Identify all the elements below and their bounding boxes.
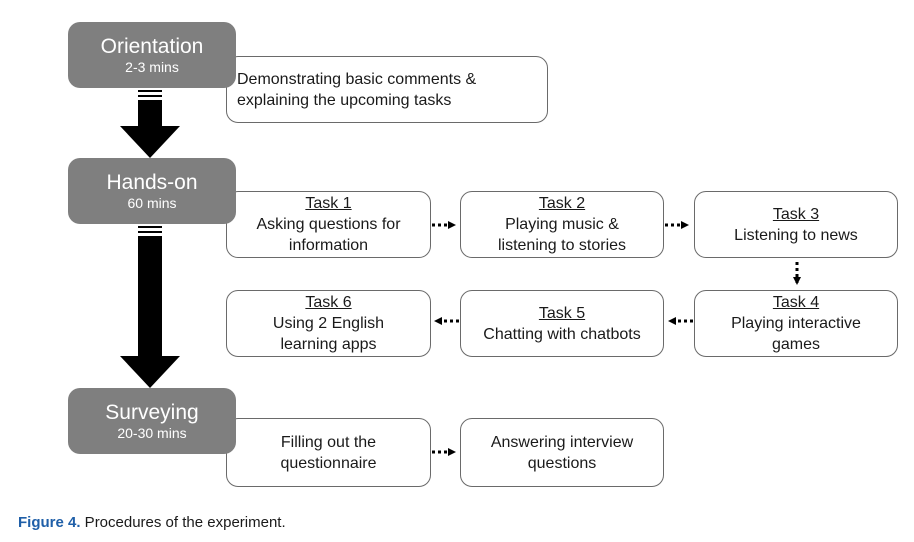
orientation-line-2: explaining the upcoming tasks <box>237 91 452 109</box>
task-line-1: Asking questions for <box>256 216 401 233</box>
stage-duration: 2-3 mins <box>125 59 179 75</box>
stage-name: Hands-on <box>106 171 198 194</box>
survey-line-2: questionnaire <box>280 454 377 472</box>
task-box-2: Task 2 Playing music & listening to stor… <box>460 191 664 258</box>
survey-box-interview: Answering interview questions <box>460 418 664 487</box>
task-line-2: information <box>288 237 369 254</box>
task-title: Task 5 <box>538 304 586 322</box>
survey-box-questionnaire: Filling out the questionnaire <box>226 418 431 487</box>
figure-caption: Figure 4. Procedures of the experiment. <box>18 514 286 531</box>
stage-duration: 20-30 mins <box>117 425 187 441</box>
task-line-1: Chatting with chatbots <box>483 325 641 343</box>
task-line-1: Using 2 English <box>272 315 385 332</box>
stage-arrow-2 <box>120 226 180 388</box>
task-line-1: Playing music & <box>505 216 619 233</box>
task-box-4: Task 4 Playing interactive games <box>694 290 898 357</box>
stage-hands-on: Hands-on 60 mins <box>68 158 236 224</box>
stage-duration: 60 mins <box>127 195 177 211</box>
caption-label: Figure 4. <box>18 514 81 531</box>
task-box-3: Task 3 Listening to news <box>694 191 898 258</box>
task-box-6: Task 6 Using 2 English learning apps <box>226 290 431 357</box>
stage-orientation: Orientation 2-3 mins <box>68 22 236 88</box>
task-line-2: learning apps <box>280 336 377 353</box>
caption-text: Procedures of the experiment. <box>80 514 286 531</box>
task-line-1: Playing interactive <box>731 315 861 332</box>
task-title: Task 1 <box>305 195 352 212</box>
task-line-2: games <box>771 336 821 353</box>
task-title: Task 3 <box>772 205 820 223</box>
task-box-1: Task 1 Asking questions for information <box>226 191 431 258</box>
stage-name: Orientation <box>100 35 204 58</box>
stage-surveying: Surveying 20-30 mins <box>68 388 236 454</box>
task-line-1: Listening to news <box>734 226 858 244</box>
task-title: Task 2 <box>538 195 586 212</box>
survey-line-1: Filling out the <box>280 433 377 451</box>
stage-name: Surveying <box>105 401 199 424</box>
survey-line-2: questions <box>527 454 597 472</box>
orientation-line-1: Demonstrating basic comments & <box>237 70 477 88</box>
task-line-2: listening to stories <box>497 237 627 254</box>
task-title: Task 6 <box>305 294 352 311</box>
task-box-5: Task 5 Chatting with chatbots <box>460 290 664 357</box>
orientation-description-box: Demonstrating basic comments & explainin… <box>226 56 548 123</box>
survey-line-1: Answering interview <box>490 433 634 451</box>
task-title: Task 4 <box>772 294 820 311</box>
stage-arrow-1 <box>120 90 180 158</box>
